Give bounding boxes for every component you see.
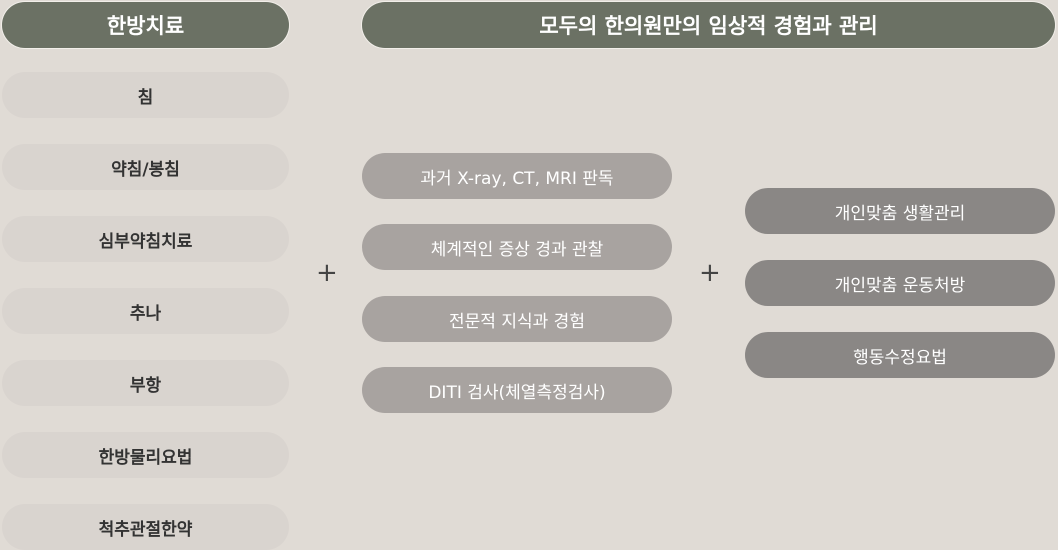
treatment-item: 약침/봉침 — [2, 144, 289, 190]
plus-icon: + — [316, 258, 338, 288]
plus-icon: + — [699, 258, 721, 288]
treatment-item: 한방물리요법 — [2, 432, 289, 478]
header-treatment: 한방치료 — [2, 2, 289, 48]
clinical-item: 체계적인 증상 경과 관찰 — [362, 224, 672, 270]
care-item: 개인맞춤 생활관리 — [745, 188, 1055, 234]
treatment-item: 침 — [2, 72, 289, 118]
clinical-item: 전문적 지식과 경험 — [362, 296, 672, 342]
care-item: 행동수정요법 — [745, 332, 1055, 378]
treatment-item: 심부약침치료 — [2, 216, 289, 262]
clinical-item: 과거 X-ray, CT, MRI 판독 — [362, 153, 672, 199]
clinical-item: DITI 검사(체열측정검사) — [362, 367, 672, 413]
treatment-item: 척추관절한약 — [2, 504, 289, 550]
treatment-item: 추나 — [2, 288, 289, 334]
care-item: 개인맞춤 운동처방 — [745, 260, 1055, 306]
header-clinical: 모두의 한의원만의 임상적 경험과 관리 — [362, 2, 1055, 48]
treatment-item: 부항 — [2, 360, 289, 406]
